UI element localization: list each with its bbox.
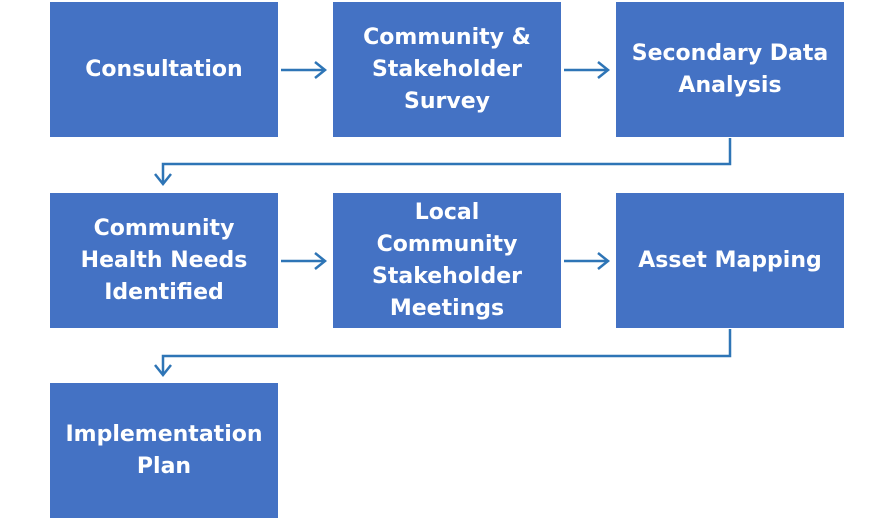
step-asset-mapping: Asset Mapping [616,193,844,328]
step-meetings-label: Local Community Stakeholder Meetings [371,199,522,321]
step-health-needs-label: Community Health Needs Identified [80,215,248,305]
connector-asset-mapping-to-implementation [154,329,732,378]
step-asset-mapping-label: Asset Mapping [638,247,822,273]
arrow-health-needs-to-meetings [281,252,328,270]
step-survey-label: Community & Stakeholder Survey [363,24,531,114]
step-consultation: Consultation [50,2,278,137]
arrow-consultation-to-survey [281,61,328,79]
step-implementation-plan: Implementation Plan [50,383,278,518]
step-secondary-data-analysis: Secondary Data Analysis [616,2,844,137]
step-community-stakeholder-survey: Community & Stakeholder Survey [333,2,561,137]
step-local-community-stakeholder-meetings: Local Community Stakeholder Meetings [333,193,561,328]
arrow-survey-to-secondary-data [564,61,611,79]
step-community-health-needs-identified: Community Health Needs Identified [50,193,278,328]
connector-secondary-data-to-health-needs [154,138,732,187]
step-implementation-label: Implementation Plan [65,421,263,479]
arrow-meetings-to-asset-mapping [564,252,611,270]
step-consultation-label: Consultation [85,56,243,82]
step-secondary-data-label: Secondary Data Analysis [631,40,829,98]
